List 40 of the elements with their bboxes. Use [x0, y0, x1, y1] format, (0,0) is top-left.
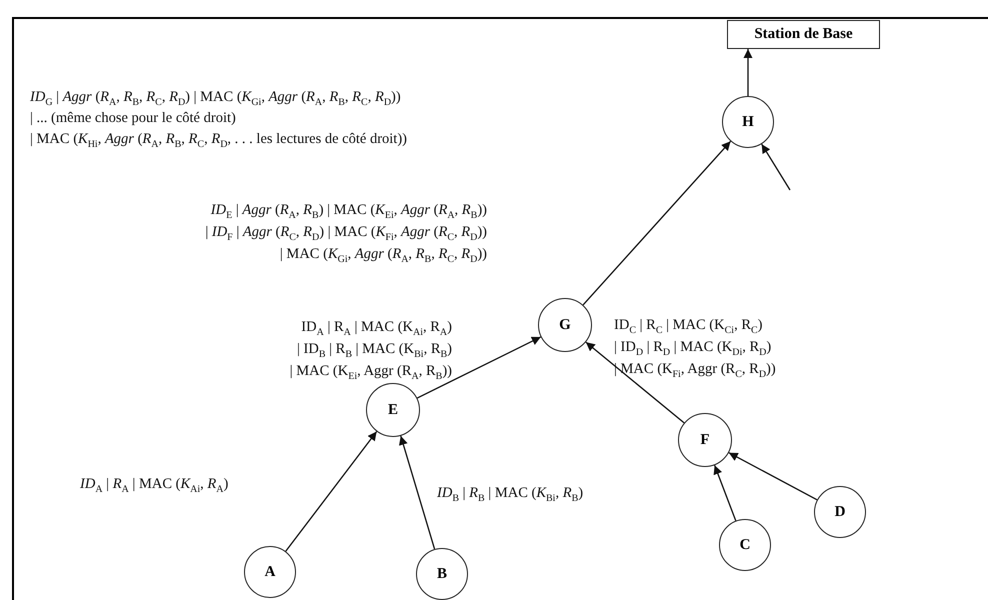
message-text: | MAC (K$_{Gi}$, Aggr (R$_{A}$, R$_{B}$, R$_{C}$, R$_{D}$))	[280, 245, 487, 267]
message-text: | ID$_{D}$ | R$_{D}$ | MAC (K$_{Di}$, R$_{D}$)	[614, 338, 772, 360]
node-label: B	[436, 566, 447, 582]
message-text: | ID$_{B}$ | R$_{B}$ | MAC (K$_{Bi}$, R$_{B}$)	[296, 340, 452, 362]
arrow	[416, 336, 542, 399]
message-text: | ... (même chose pour le côté droit)	[30, 109, 236, 127]
message-text: ID$_{E}$ | Aggr (R$_{A}$, R$_{B}$) | MAC (K$_{Ei}$, Aggr (R$_{A}$, R$_{B}$))	[210, 201, 487, 223]
arrow	[728, 452, 818, 500]
node-circle	[722, 96, 774, 148]
arrow	[399, 436, 436, 550]
arrow	[744, 49, 752, 96]
arrow	[714, 465, 736, 521]
message-text: ID$_{B}$ | R$_{B}$ | MAC (K$_{Bi}$, R$_{B}$)	[437, 484, 584, 506]
node-circle	[719, 519, 771, 571]
message-text: | MAC (K$_{Ei}$, Aggr (R$_{A}$, R$_{B}$))	[290, 362, 452, 384]
message-text: ID$_{G}$ | Aggr (R$_{A}$, R$_{B}$, R$_{C}$, R$_{D}$) | MAC (K$_{Gi}$, Aggr (R$_{A}$, R$_{B}$, R$_{C}$, R$_{D}$))	[30, 88, 401, 110]
node-label: C	[740, 536, 750, 554]
message-text: ID$_{A}$ | R$_{A}$ | MAC (K$_{Ai}$, R$_{A}$)	[301, 318, 452, 340]
node-label: H	[742, 114, 754, 130]
node-circle	[416, 548, 468, 600]
node-circle	[366, 383, 420, 437]
message-text: | ID$_{F}$ | Aggr (R$_{C}$, R$_{D}$) | MAC (K$_{Fi}$, Aggr (R$_{C}$, R$_{D}$))	[205, 223, 487, 245]
arrow	[761, 144, 791, 190]
node-circle	[678, 413, 732, 467]
node-label: E	[388, 402, 398, 418]
node-circle	[244, 546, 296, 598]
node-label: G	[559, 316, 571, 334]
message-text: ID$_{C}$ | R$_{C}$ | MAC (K$_{Ci}$, R$_{C}$)	[614, 316, 762, 338]
arrow	[285, 431, 378, 552]
node-label: A	[264, 564, 276, 580]
node-circle	[814, 486, 866, 538]
message-text: | MAC (K$_{Hi}$, Aggr (R$_{A}$, R$_{B}$, R$_{C}$, R$_{D}$, . . . les lectures de côté droit))	[30, 130, 407, 152]
arrow	[585, 342, 685, 424]
station-box	[727, 20, 880, 49]
node-circle	[538, 298, 592, 352]
arrow	[582, 140, 732, 306]
node-label: Station de Base	[754, 26, 853, 43]
message-text: ID$_{A}$ | R$_{A}$ | MAC (K$_{Ai}$, R$_{A}$)	[80, 475, 228, 497]
node-label: F	[700, 432, 710, 448]
node-label: D	[834, 504, 846, 520]
